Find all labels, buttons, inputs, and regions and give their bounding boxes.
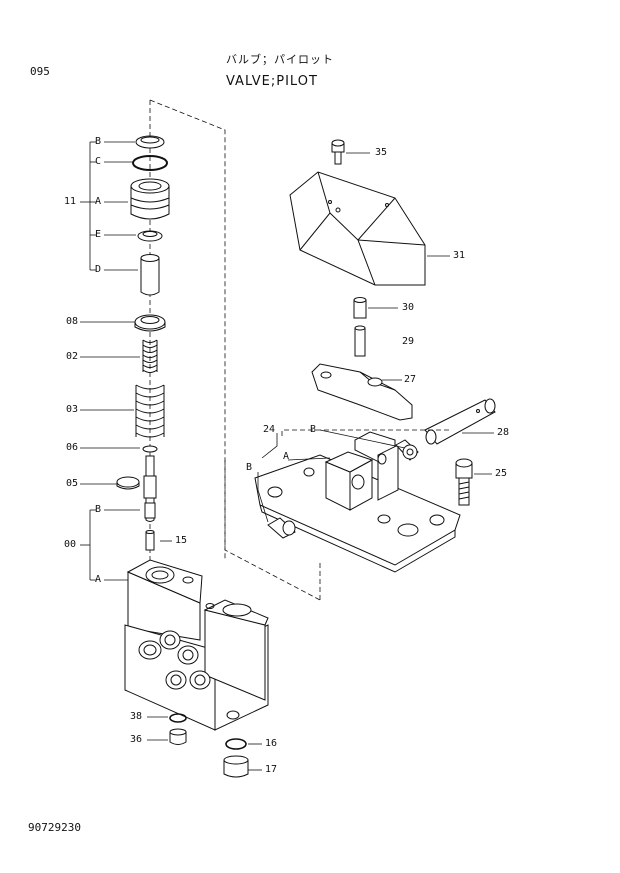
title-english: VALVE;PILOT [226,74,318,89]
callout-38: 38 [130,711,143,722]
callout-group-24: 24 [263,424,276,435]
shim-05 [116,476,140,490]
plug-17 [223,755,249,778]
callout-03: 03 [66,404,79,415]
o-ring-38 [169,713,187,723]
bracket-24 [224,429,461,601]
callout-A-right: A [283,451,290,462]
sleeve-A [130,178,170,220]
callout-06: 06 [66,442,79,453]
callout-group-00: 00 [64,539,77,550]
callout-15: 15 [175,535,188,546]
cam-27 [311,363,413,421]
callout-D: D [95,264,102,275]
callout-30: 30 [402,302,415,313]
spool-B [143,455,157,522]
ring-E [137,230,163,242]
callout-27: 27 [404,374,417,385]
o-ring-16 [225,738,247,750]
left-bracket-11 [80,141,96,271]
drawing-number: 90729230 [28,821,81,834]
cover-boot-31 [289,171,450,286]
plug-36 [169,728,187,745]
callout-A-top: A [95,196,102,207]
callout-36: 36 [130,734,143,745]
callout-B-top: B [95,136,102,147]
pin-29 [354,325,366,357]
callout-A-mid: A [95,574,102,585]
callout-35: 35 [375,147,388,158]
spring-03 [135,384,165,438]
callout-B-right-top: B [310,424,317,435]
plunger-D [140,254,160,296]
ring-B-top [135,135,165,149]
callout-C: C [95,156,102,167]
spring-02 [142,339,158,373]
washer-06 [142,445,158,453]
pin-15 [145,530,155,551]
callout-17: 17 [265,764,278,775]
leader-lines-left [80,141,262,771]
screw-35 [331,139,370,165]
pin-30 [353,297,398,319]
title-japanese: バルブ；パイロット [226,53,334,66]
seat-08 [134,314,166,332]
callout-B-mid: B [95,504,102,515]
callout-group-11: 11 [64,196,77,207]
left-bracket-00 [80,509,96,581]
callout-29: 29 [402,336,415,347]
bolt-25 [455,458,492,506]
o-ring-C [132,155,168,171]
callout-E: E [95,229,102,240]
valve-body-A [124,559,269,731]
callout-25: 25 [495,468,508,479]
left-assembly-guide [149,99,226,560]
callout-31: 31 [453,250,466,261]
callout-02: 02 [66,351,79,362]
callout-28: 28 [497,427,510,438]
shaft-28 [424,398,496,445]
callout-16: 16 [265,738,278,749]
callout-05: 05 [66,478,79,489]
page-number: 095 [30,65,50,78]
callout-08: 08 [66,316,79,327]
callout-B-right-left: B [246,462,253,473]
